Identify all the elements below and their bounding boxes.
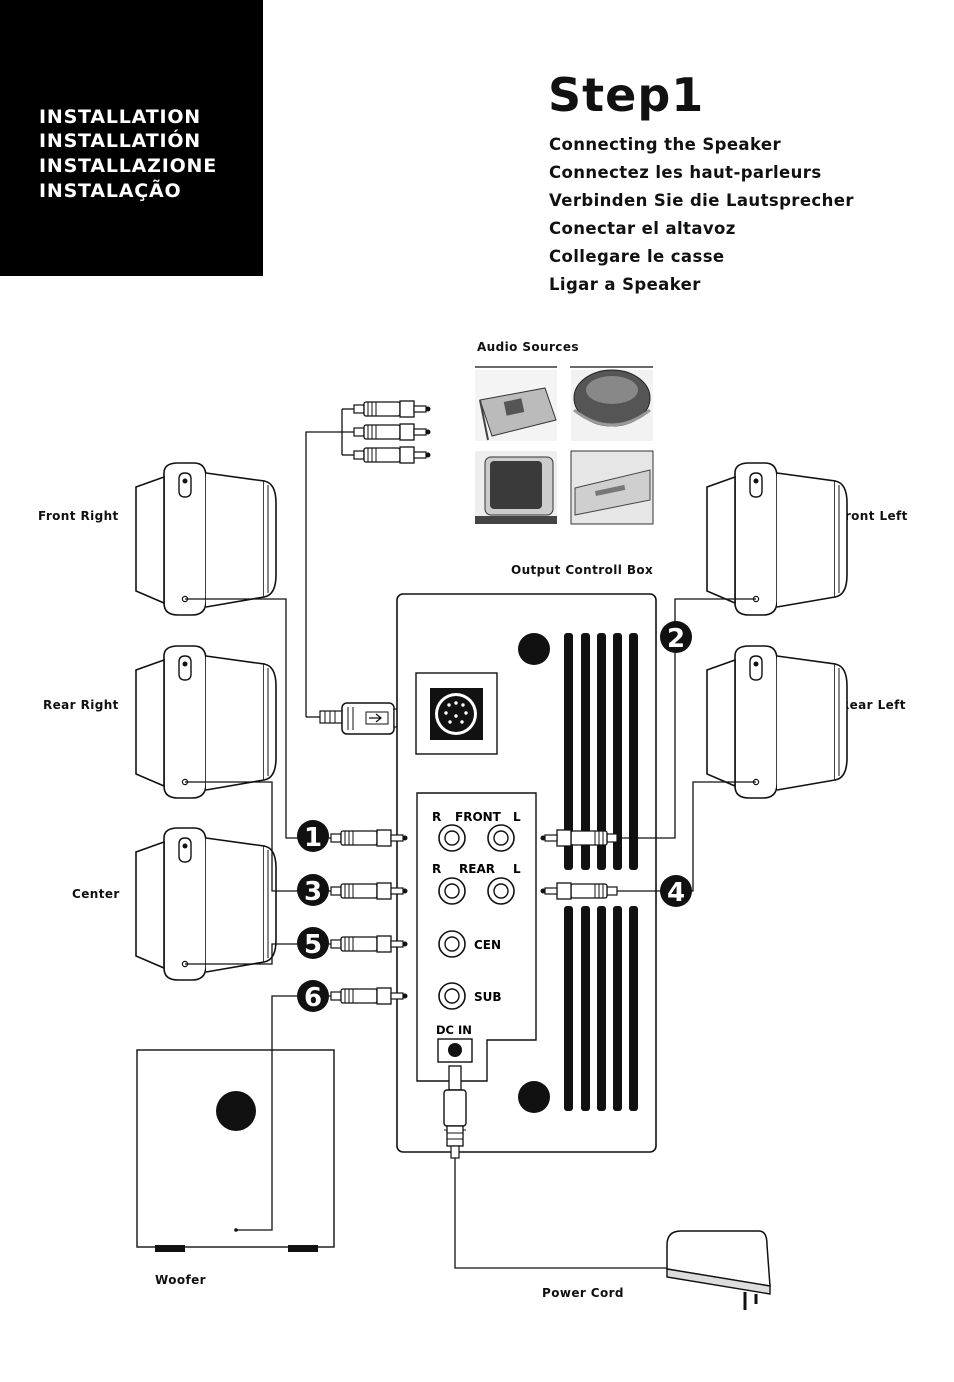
speaker-front-right [135, 462, 277, 616]
step-badge-3-text: 3 [304, 877, 322, 907]
cd-player-image [571, 369, 653, 441]
subtitle-it: Collegare le casse [549, 247, 725, 266]
step-badge-4: 4 [660, 875, 692, 908]
dvd-player-image [570, 450, 654, 525]
speaker-rear-right [135, 645, 277, 799]
woofer-label: Woofer [155, 1273, 206, 1287]
center-label: Center [72, 887, 120, 901]
step-badge-1-text: 1 [304, 823, 322, 853]
subtitle-fr: Connectez les haut-parleurs [549, 163, 822, 182]
header-language-es: INSTALLATIÓN [39, 130, 201, 152]
step-badge-6-text: 6 [304, 983, 322, 1013]
step-badge-5-text: 5 [304, 930, 322, 960]
front-right-label: Front Right [38, 509, 119, 523]
rear-l-text: L [513, 862, 521, 876]
speaker-center [135, 827, 277, 981]
header-language-en: INSTALLATION [39, 106, 201, 128]
step-title: Step1 [548, 68, 705, 122]
speaker-front-left [706, 462, 848, 616]
step-badge-2-text: 2 [667, 624, 685, 654]
step-badge-4-text: 4 [667, 878, 685, 908]
audio-sources [475, 366, 654, 525]
rear-text: REAR [459, 862, 495, 876]
rear-r-text: R [432, 862, 441, 876]
output-control-box: R FRONT L R REAR L CEN SUB DC IN [396, 593, 657, 1153]
audio-sources-label: Audio Sources [477, 340, 579, 354]
subtitle-en: Connecting the Speaker [549, 135, 782, 154]
front-r-text: R [432, 810, 441, 824]
front-left-label: Front Left [837, 509, 908, 523]
power-cord-label: Power Cord [542, 1286, 624, 1300]
sub-text: SUB [474, 990, 502, 1004]
step-badge-5: 5 [297, 927, 329, 960]
step-badge-1: 1 [297, 820, 329, 853]
speaker-rear-left [706, 645, 848, 799]
step-badge-2: 2 [660, 621, 692, 654]
rear-right-label: Rear Right [43, 698, 119, 712]
dc-power-plug [443, 1065, 467, 1159]
subtitle-es: Conectar el altavoz [549, 219, 736, 238]
sound-card-image [475, 370, 557, 441]
dc-in-text: DC IN [436, 1023, 472, 1037]
front-text: FRONT [455, 810, 502, 824]
header-language-it: INSTALLAZIONE [39, 155, 218, 177]
step-badge-3: 3 [297, 874, 329, 907]
cen-text: CEN [474, 938, 501, 952]
subtitle-pt: Ligar a Speaker [549, 275, 701, 294]
header-language-pt: INSTALAÇÃO [39, 180, 182, 202]
power-adapter [666, 1230, 771, 1310]
front-l-text: L [513, 810, 521, 824]
woofer [136, 1049, 335, 1252]
header-block: INSTALLATION INSTALLATIÓN INSTALLAZIONE … [0, 0, 263, 276]
tv-image [475, 451, 557, 524]
subtitle-de: Verbinden Sie die Lautsprecher [549, 191, 854, 210]
rear-left-label: Rear Left [840, 698, 906, 712]
step-badge-6: 6 [297, 980, 329, 1013]
output-box-label: Output Controll Box [511, 563, 654, 577]
